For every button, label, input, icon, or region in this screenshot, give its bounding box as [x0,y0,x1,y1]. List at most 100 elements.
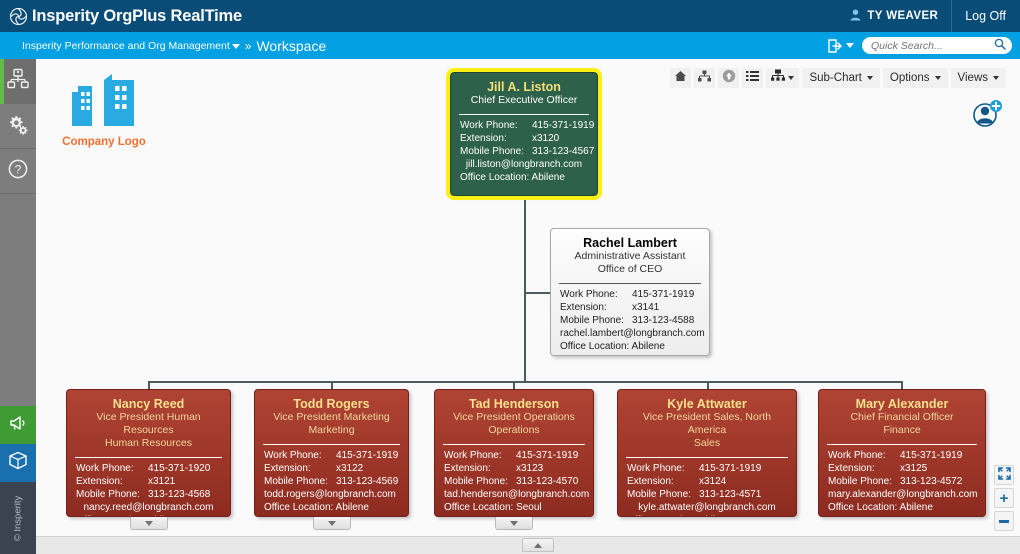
connector-drop-nancy [148,381,150,389]
sidebar-item-settings[interactable] [0,104,36,149]
announcements-button[interactable] [0,406,36,444]
node-department: Sales [693,437,721,449]
connector-drop-todd [331,381,333,389]
sidebar-item-help[interactable]: ? [0,149,36,194]
zoom-in-button[interactable] [994,488,1014,508]
zoom-out-button[interactable] [994,511,1014,531]
search-input[interactable] [871,39,994,52]
field-label: Work Phone: [444,450,502,461]
node-report[interactable]: Kyle Attwater Vice President Sales, Nort… [617,389,797,517]
breadcrumb-app-name[interactable]: Insperity Performance and Org Management [22,39,230,52]
whats-new-button[interactable] [0,444,36,482]
field-label: Work Phone: [560,289,618,300]
node-header: Tad Henderson Vice President Operations … [435,390,593,440]
field-value: 313-123-4571 [699,489,762,500]
megaphone-icon [8,414,28,437]
add-person-button[interactable] [972,99,1002,134]
field-extension: Extension: x3124 [618,475,796,488]
field-value: x3122 [336,463,364,474]
node-fields: Work Phone: 415-371-1920 Extension: x312… [67,462,230,516]
field-value: 313-123-4569 [336,476,399,487]
chevron-down-icon [145,520,153,526]
expand-collapse-button[interactable] [130,517,168,530]
field-value: 415-371-1919 [532,120,595,131]
field-mobile-phone: Mobile Phone: 313-123-4571 [618,488,796,501]
list-view-button[interactable] [742,68,764,88]
brand-title: Insperity OrgPlus RealTime [32,6,242,25]
node-department: Marketing [308,424,355,436]
chevron-down-icon[interactable] [231,44,240,49]
node-ceo[interactable]: Jill A. Liston Chief Executive Officer W… [446,68,602,200]
field-label: Extension: [828,463,875,474]
company-logo: Company Logo [60,68,148,148]
log-off-button[interactable]: Log Off [951,0,1020,32]
field-value: 415-371-1919 [516,450,579,461]
field-office-location: Office Location: Abilene [264,502,369,513]
sidebar-item-org-chart[interactable] [0,59,36,104]
node-report[interactable]: Nancy Reed Vice President Human Resource… [66,389,231,517]
field-value: 415-371-1919 [699,463,762,474]
up-one-level-button[interactable] [718,68,740,88]
expand-arrows-icon [997,467,1011,483]
node-name: Mary Alexander [855,397,949,411]
user-menu[interactable]: TY WEAVER [837,0,951,32]
sub-chart-menu[interactable]: Sub-Chart [802,68,880,88]
field-mobile-phone: Mobile Phone: 313-123-4569 [255,475,408,488]
node-name: Rachel Lambert [583,236,677,250]
gears-icon [7,113,29,140]
connector-drop-mary [901,381,903,389]
expand-collapse-button[interactable] [495,517,533,530]
node-assistant[interactable]: Rachel Lambert Administrative Assistant … [550,228,710,356]
sidebar-bottom-group: © Insperity [0,406,36,554]
expand-collapse-button[interactable] [313,517,351,530]
chart-layout-icon [698,69,712,87]
brand[interactable]: Insperity OrgPlus RealTime [0,7,242,26]
chart-layout-button[interactable] [694,68,716,88]
chevron-down-icon [934,76,941,80]
chevron-down-icon [510,520,518,526]
node-department: Human Resources [105,437,192,449]
field-email: kyle.attwater@longbranch.com [638,502,776,513]
buildings-icon [72,74,134,126]
bottom-panel-toggle[interactable] [522,538,554,552]
views-menu[interactable]: Views [950,68,1006,88]
add-person-icon [972,100,1002,133]
breadcrumb-right-tools [827,32,1012,59]
node-report[interactable]: Tad Henderson Vice President Operations … [434,389,594,517]
magnifier-icon[interactable] [994,37,1006,55]
node-divider [559,283,701,284]
field-work-phone: Work Phone: 415-371-1919 [551,288,709,301]
share-export-button[interactable] [827,38,854,53]
list-icon [746,69,760,87]
node-divider [827,444,977,445]
chart-toolbar: Sub-Chart Options Views [670,68,1006,88]
field-work-phone: Work Phone: 415-371-1920 [67,462,230,475]
field-value: x3141 [632,302,660,313]
chart-style-split-button[interactable] [766,68,800,88]
quick-search-box[interactable] [862,37,1012,54]
field-mobile-phone: Mobile Phone: 313-123-4570 [435,475,593,488]
top-header-bar: Insperity OrgPlus RealTime TY WEAVER Log… [0,0,1020,32]
node-fields: Work Phone: 415-371-1919 Extension: x312… [435,449,593,516]
home-button[interactable] [670,68,692,88]
node-title: Vice President Operations [453,411,575,423]
options-menu[interactable]: Options [882,68,948,88]
field-email: rachel.lambert@longbranch.com [560,328,705,339]
breadcrumb: Insperity Performance and Org Management… [22,32,326,59]
company-logo-caption: Company Logo [62,136,146,148]
node-name: Tad Henderson [468,397,560,411]
field-email: nancy.reed@longbranch.com [83,502,214,513]
field-label: Mobile Phone: [444,476,508,487]
field-office-location: Office Location: Abilene [560,341,665,352]
node-report[interactable]: Todd Rogers Vice President Marketing Mar… [254,389,409,517]
field-value: 313-123-4568 [148,489,211,500]
field-label: Extension: [444,463,491,474]
field-extension: Extension: x3122 [255,462,408,475]
left-sidebar: ? [0,59,36,554]
copyright-label: © Insperity [0,482,36,554]
fullscreen-button[interactable] [994,465,1014,485]
chevron-down-icon [788,76,795,80]
node-report[interactable]: Mary Alexander Chief Financial Officer F… [818,389,986,517]
node-department: Office of CEO [597,263,663,275]
